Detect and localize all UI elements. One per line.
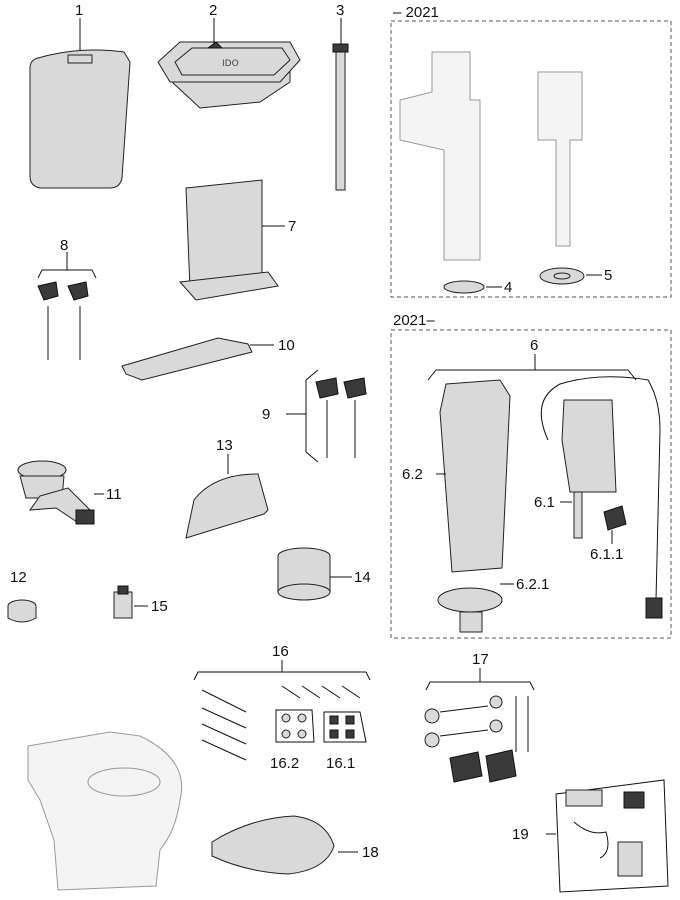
- label-4: 4: [504, 279, 512, 296]
- part-6-2-flush-valve: [436, 379, 511, 573]
- label-6-1-1: 6.1.1: [590, 546, 623, 563]
- label-1: 1: [75, 2, 83, 19]
- label-16-2: 16.2: [270, 755, 299, 772]
- part-6-2-1-seal-base: [437, 583, 514, 633]
- label-17: 17: [472, 651, 489, 668]
- label-7: 7: [288, 218, 296, 235]
- part-2-push-button: IDO: [157, 18, 301, 109]
- part-17-fixing-set: [424, 668, 535, 783]
- current-section-header: 2021–: [393, 312, 435, 329]
- part-7-housing-frame: [178, 179, 285, 301]
- label-5: 5: [604, 267, 612, 284]
- label-18: 18: [362, 844, 379, 861]
- label-19: 19: [512, 826, 529, 843]
- label-11: 11: [106, 486, 122, 503]
- part-15-stop-valve: [113, 585, 148, 619]
- part-6-valve-group: [427, 354, 637, 381]
- part-6-1-1-valve-part: [603, 505, 627, 544]
- label-8: 8: [60, 237, 68, 254]
- label-16-1: 16.1: [326, 755, 355, 772]
- label-6: 6: [530, 337, 538, 354]
- part-16-2-washers: [275, 709, 315, 743]
- legacy-flush-valve: [399, 51, 502, 294]
- label-16: 16: [272, 643, 289, 660]
- part-8-fixing-set: [37, 252, 97, 360]
- brand-mark: IDO: [222, 59, 239, 69]
- part-19-electronics-kit: [546, 779, 669, 893]
- legacy-section-box: [390, 20, 672, 298]
- label-14: 14: [354, 569, 371, 586]
- label-3: 3: [336, 2, 344, 19]
- legacy-fill-valve: [537, 71, 602, 285]
- part-16-fixing-set: [193, 660, 371, 761]
- part-10-bracket-bar: [121, 337, 274, 381]
- label-15: 15: [151, 598, 168, 615]
- part-3-threaded-rod: [332, 18, 349, 191]
- toilet-bowl-outline: [27, 731, 183, 891]
- label-6-2: 6.2: [402, 466, 423, 483]
- legacy-section-header: – 2021: [393, 4, 439, 21]
- label-12: 12: [10, 569, 27, 586]
- part-13-cover: [185, 454, 269, 539]
- label-13: 13: [216, 437, 233, 454]
- label-2: 2: [209, 2, 217, 19]
- label-6-1: 6.1: [534, 494, 555, 511]
- label-9: 9: [262, 406, 270, 423]
- part-1-cistern-lid: [29, 18, 131, 189]
- part-6-1-fill-valve: [540, 376, 663, 619]
- part-12-cap: [7, 599, 37, 623]
- part-11-inlet-valve: [17, 460, 104, 525]
- current-section-box: [390, 329, 672, 639]
- part-16-1-caps: [323, 711, 367, 743]
- part-9-fixing-bolts: [286, 369, 367, 463]
- label-10: 10: [278, 337, 295, 354]
- label-6-2-1: 6.2.1: [516, 576, 549, 593]
- part-18-toilet-seat: [211, 815, 358, 875]
- part-14-seal: [277, 547, 352, 601]
